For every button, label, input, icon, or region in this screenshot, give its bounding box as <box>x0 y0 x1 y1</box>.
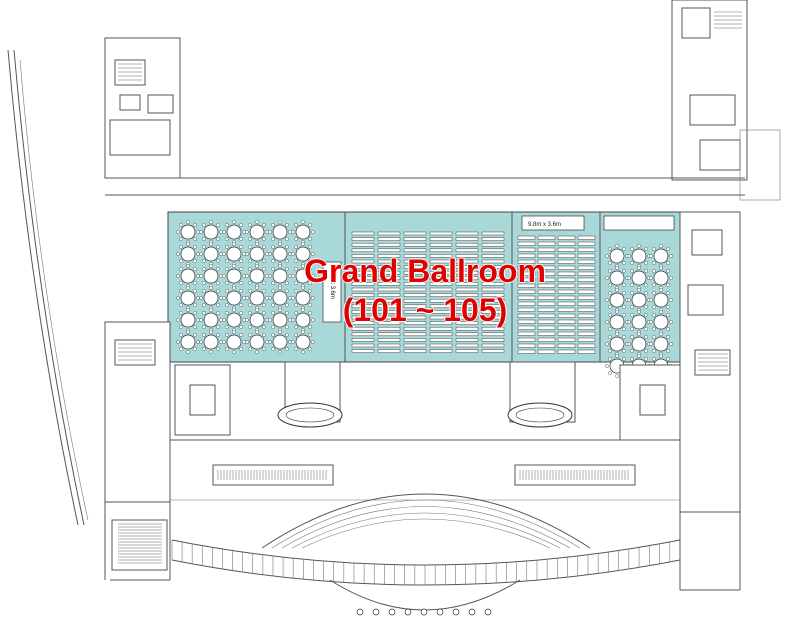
curved-bridge <box>171 539 681 566</box>
escalator-icon <box>212 464 334 486</box>
stage-label-side: 9.8m x 3.6m <box>329 266 335 299</box>
escalator-icon <box>111 519 168 571</box>
stage-box <box>521 215 585 231</box>
ballroom-rooms: (101 ~ 105) <box>342 292 508 328</box>
right-tower <box>671 0 781 201</box>
reception-desk-left <box>277 402 343 428</box>
grand-staircase <box>261 493 591 549</box>
reception-desk-right <box>507 402 573 428</box>
stage-label: 9.8m x 3.6m <box>528 222 561 228</box>
ballroom-name: Grand Ballroom <box>304 253 546 289</box>
stage-box-side <box>322 261 342 323</box>
left-tower <box>104 37 181 179</box>
round-tables-left <box>176 220 315 354</box>
left-lower-wing <box>104 321 231 503</box>
right-lower-wing <box>619 211 741 513</box>
escalator-icon <box>514 464 636 486</box>
ballroom-title: Grand Ballroom (101 ~ 105) <box>230 252 620 330</box>
curved-facade-outer <box>7 49 79 526</box>
classroom-seating <box>517 235 596 354</box>
theater-seating <box>351 231 505 353</box>
curved-facade-inner <box>13 49 85 526</box>
stage-box-right <box>603 215 675 231</box>
